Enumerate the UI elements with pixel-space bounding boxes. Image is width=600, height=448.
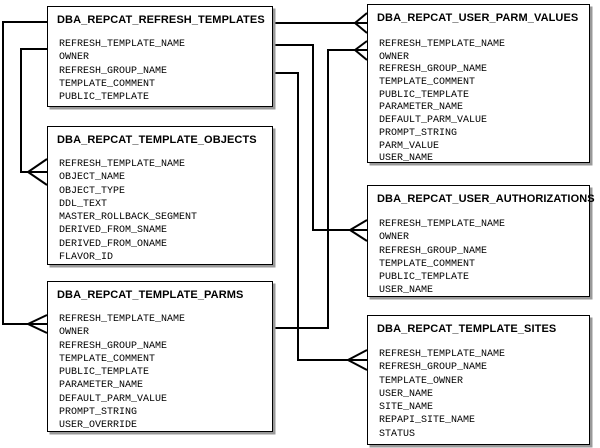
field-row: OBJECT_TYPE xyxy=(59,185,126,197)
entity-dba-repcat-refresh-templates: DBA_REPCAT_REFRESH_TEMPLATES REFRESH_TEM… xyxy=(47,6,273,107)
field-row: TEMPLATE_COMMENT xyxy=(59,353,156,365)
field-row: REFRESH_GROUP_NAME xyxy=(379,245,488,257)
field-row: REFRESH_GROUP_NAME xyxy=(379,362,488,374)
field-row: USER_NAME xyxy=(379,285,434,297)
field-row: DERIVED_FROM_SNAME xyxy=(59,225,168,237)
entity-dba-repcat-user-authorizations: DBA_REPCAT_USER_AUTHORIZATIONS REFRESH_T… xyxy=(367,185,595,298)
field-row: TEMPLATE_COMMENT xyxy=(379,77,476,89)
entity-title: DBA_REPCAT_REFRESH_TEMPLATES xyxy=(57,14,265,26)
field-row: OWNER xyxy=(379,51,410,63)
field-row: REFRESH_GROUP_NAME xyxy=(59,340,168,352)
entity-title: DBA_REPCAT_TEMPLATE_SITES xyxy=(377,323,557,335)
field-row: FLAVOR_ID xyxy=(59,252,114,264)
relationship-line-templates-to-sites xyxy=(272,72,368,371)
field-row: TEMPLATE_COMMENT xyxy=(379,258,476,270)
field-row: PUBLIC_TEMPLATE xyxy=(379,89,470,101)
entity-title: DBA_REPCAT_USER_PARM_VALUES xyxy=(377,12,579,24)
relationship-line-templates-to-user-parm-values xyxy=(272,12,368,34)
field-row: USER_NAME xyxy=(379,388,434,400)
field-row: USER_OVERRIDE xyxy=(59,420,138,432)
crow-foot-icon xyxy=(353,12,368,34)
relationship-line-templates-to-objects xyxy=(20,48,48,186)
entity-title: DBA_REPCAT_USER_AUTHORIZATIONS xyxy=(377,193,595,205)
field-row: STATUS xyxy=(379,428,416,440)
field-row: SITE_NAME xyxy=(379,402,434,414)
relationship-line-templates-to-parms xyxy=(2,21,48,334)
field-row: REFRESH_TEMPLATE_NAME xyxy=(379,219,506,230)
field-row: PUBLIC_TEMPLATE xyxy=(59,367,150,379)
field-row: REFRESH_TEMPLATE_NAME xyxy=(59,39,186,50)
relationship-line-templates-to-user-authorizations xyxy=(272,44,368,242)
entity-dba-repcat-template-sites: DBA_REPCAT_TEMPLATE_SITES REFRESH_TEMPLA… xyxy=(367,315,590,445)
field-row: DERIVED_FROM_ONAME xyxy=(59,238,168,250)
field-row: REFRESH_TEMPLATE_NAME xyxy=(379,349,506,360)
crow-foot-icon xyxy=(353,40,368,61)
field-row: PARM_VALUE xyxy=(379,140,440,152)
field-row: TEMPLATE_OWNER xyxy=(379,375,464,387)
field-row: TEMPLATE_COMMENT xyxy=(59,78,156,90)
field-row: REFRESH_GROUP_NAME xyxy=(379,64,488,76)
field-row: REFRESH_TEMPLATE_NAME xyxy=(59,314,186,325)
field-row: DEFAULT_PARM_VALUE xyxy=(379,115,488,127)
field-row: REFRESH_GROUP_NAME xyxy=(59,65,168,77)
crow-foot-icon xyxy=(26,158,48,186)
field-row: OBJECT_NAME xyxy=(59,172,126,184)
entity-dba-repcat-template-objects: DBA_REPCAT_TEMPLATE_OBJECTS REFRESH_TEMP… xyxy=(47,126,273,265)
field-row: OWNER xyxy=(379,232,410,244)
entity-dba-repcat-template-parms: DBA_REPCAT_TEMPLATE_PARMS REFRESH_TEMPLA… xyxy=(47,281,273,432)
entity-dba-repcat-user-parm-values: DBA_REPCAT_USER_PARM_VALUES REFRESH_TEMP… xyxy=(367,4,590,166)
field-row: REPAPI_SITE_NAME xyxy=(379,415,476,427)
crow-foot-icon xyxy=(25,314,48,334)
field-row: PUBLIC_TEMPLATE xyxy=(379,272,470,284)
entity-title: DBA_REPCAT_TEMPLATE_OBJECTS xyxy=(57,134,257,146)
crow-foot-icon xyxy=(348,219,368,242)
field-row: PROMPT_STRING xyxy=(59,407,138,419)
field-row: OWNER xyxy=(59,327,90,339)
crow-foot-icon xyxy=(345,349,368,371)
field-row: PARAMETER_NAME xyxy=(379,102,464,114)
field-row: USER_NAME xyxy=(379,153,434,165)
field-row: PUBLIC_TEMPLATE xyxy=(59,92,150,104)
field-row: OWNER xyxy=(59,52,90,64)
field-row: PROMPT_STRING xyxy=(379,127,458,139)
field-row: REFRESH_TEMPLATE_NAME xyxy=(379,39,506,50)
field-row: DEFAULT_PARM_VALUE xyxy=(59,393,168,405)
entity-title: DBA_REPCAT_TEMPLATE_PARMS xyxy=(57,289,244,301)
field-row: MASTER_ROLLBACK_SEGMENT xyxy=(59,212,198,224)
field-row: DDL_TEXT xyxy=(59,198,108,210)
relationship-line-parms-to-user-parm-values xyxy=(272,40,368,329)
field-row: PARAMETER_NAME xyxy=(59,380,144,392)
field-row: REFRESH_TEMPLATE_NAME xyxy=(59,159,186,170)
